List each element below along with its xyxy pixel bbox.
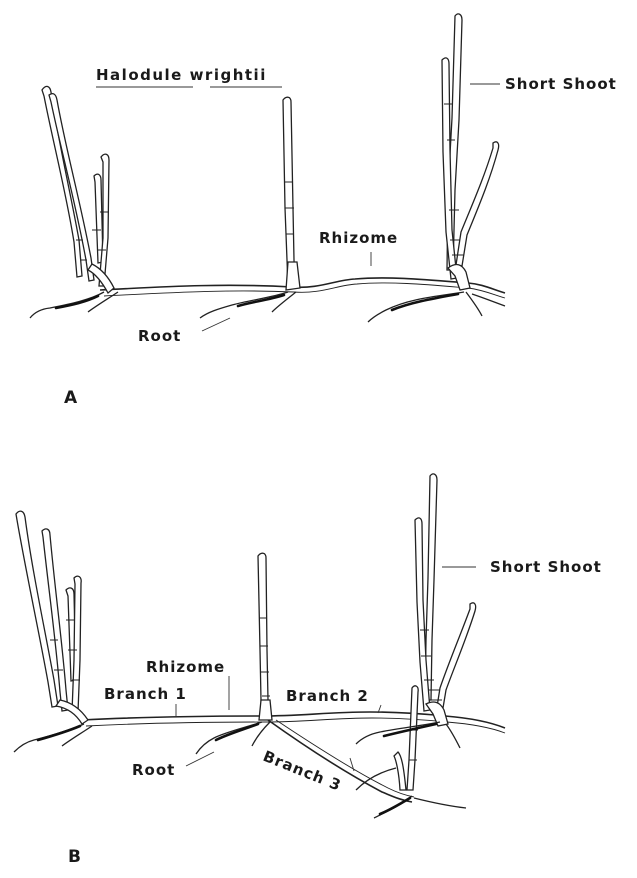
panel-letter-a: A: [64, 388, 78, 408]
branch-3-label: Branch 3: [261, 747, 345, 795]
rhizome-label-a: Rhizome: [319, 229, 398, 247]
panel-letter-b: B: [68, 847, 81, 867]
short-shoot-b-1: [16, 511, 88, 724]
branch-2-label: Branch 2: [286, 687, 369, 705]
short-shoot-a-3: [442, 14, 499, 290]
short-shoot-a-1: [42, 86, 114, 293]
short-shoot-b-3: [415, 474, 476, 726]
short-shoot-b-2: [258, 553, 272, 720]
species-title: Halodule wrightii: [96, 66, 267, 84]
panel-a: Halodule wrightii: [30, 14, 617, 408]
rhizome-label-b: Rhizome: [146, 658, 225, 676]
branch-3-leader: [350, 758, 354, 771]
panel-b: Short Shoot Rhizome Branch 1 Branch 2 Br…: [14, 474, 602, 867]
roots-a: [30, 292, 505, 322]
root-label-b: Root: [132, 761, 175, 779]
short-shoot-label-b: Short Shoot: [490, 558, 602, 576]
branch-1-label: Branch 1: [104, 685, 187, 703]
root-leader-a: [202, 318, 230, 331]
branch-3-shoots: [394, 686, 418, 790]
short-shoot-label-a: Short Shoot: [505, 75, 617, 93]
root-label-a: Root: [138, 327, 181, 345]
short-shoot-a-2: [283, 97, 300, 290]
root-leader-b: [186, 752, 214, 766]
